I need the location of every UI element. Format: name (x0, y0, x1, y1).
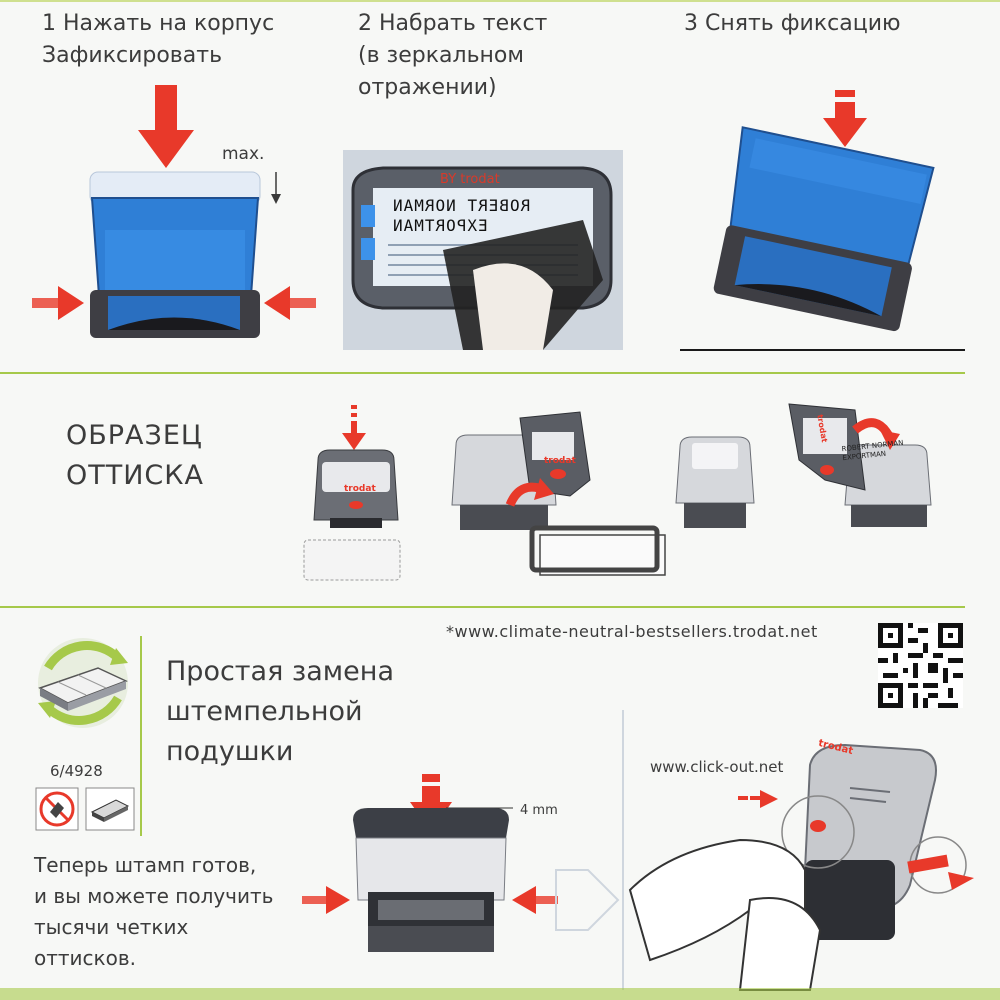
sample-step-1-illustration (303, 405, 401, 581)
click-out-url: www.click-out.net (650, 758, 784, 776)
click-out-illustration (628, 743, 974, 991)
vertical-divider-right (622, 710, 624, 990)
step-2-line-1: ROBERT NORMAN (392, 196, 531, 215)
qr-code (878, 623, 963, 708)
divider-2 (0, 606, 965, 608)
bottom-border (0, 988, 1000, 1000)
step-3-illustration (680, 90, 965, 351)
max-label: max. (222, 144, 265, 164)
sample-brand-1: trodat (344, 484, 376, 494)
refill-footer: Теперь штамп готов, и вы можете получить… (34, 853, 274, 970)
sample-step-4-illustration (788, 403, 932, 527)
step-1-label: 1 Нажать на корпус Зафиксировать (42, 11, 275, 68)
pad-icon (85, 787, 135, 831)
refill-pad-illustration (38, 638, 128, 728)
step-2-label: 2 Набрать текст (в зеркальном отражении) (358, 11, 548, 100)
refill-stamp-illustration (302, 774, 620, 952)
website-url: *www.climate-neutral-bestsellers.trodat.… (446, 622, 818, 641)
no-ink-icon (35, 787, 79, 831)
sample-step-3-illustration (675, 436, 755, 528)
step-2-line-2: EXPORTMAN (392, 216, 488, 235)
sample-step-2-illustration (451, 411, 666, 576)
step-1-illustration (32, 85, 316, 338)
vertical-divider-left (140, 636, 142, 836)
sample-brand-2: trodat (544, 456, 576, 466)
refill-title: Простая замена штемпельной подушки (166, 656, 394, 767)
divider-1 (0, 372, 965, 374)
refill-code: 6/4928 (50, 762, 103, 780)
top-border (0, 0, 1000, 2)
step-3-label: 3 Снять фиксацию (684, 11, 901, 36)
step-2-brand: BY trodat (440, 172, 500, 187)
step-2-illustration (343, 150, 623, 350)
sample-title: ОБРАЗЕЦ ОТТИСКА (66, 420, 204, 491)
mm-label: 4 mm (520, 803, 558, 818)
